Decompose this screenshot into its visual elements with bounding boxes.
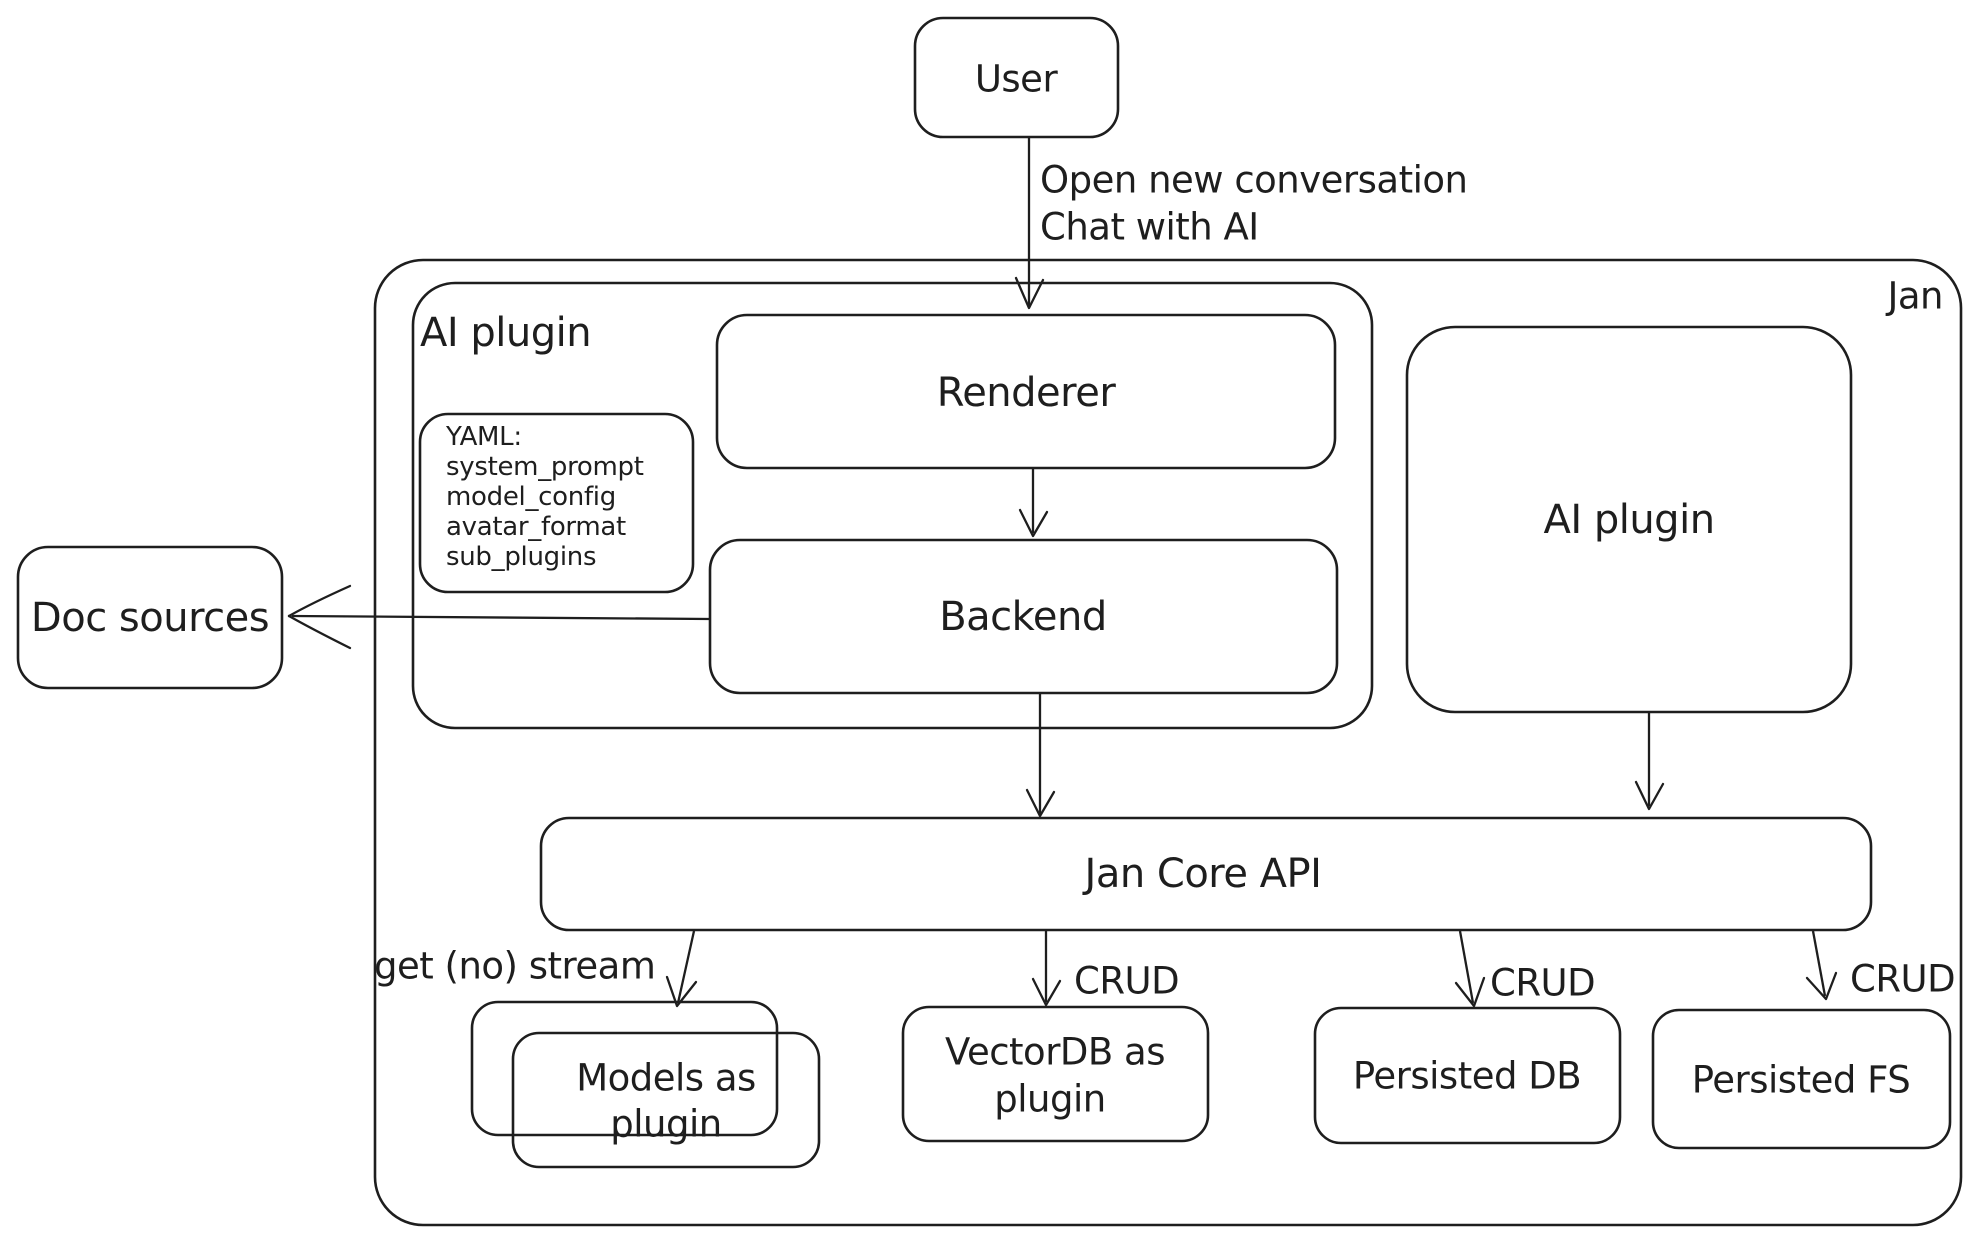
- vectordb-plugin-box: [901, 1005, 1210, 1143]
- jan-core-to-persisted-fs-arrow: [1805, 930, 1838, 1001]
- user-box: [913, 16, 1120, 139]
- user-to-renderer-arrow: [1014, 138, 1045, 310]
- jan-label: Jan: [1885, 275, 1943, 318]
- jan-core-to-vectordb-arrow: [1031, 931, 1062, 1007]
- svg-text:plugin: plugin: [994, 1078, 1105, 1121]
- doc-sources-box: [16, 545, 284, 690]
- edge-label-open-conversation: Open new conversation: [1040, 159, 1467, 202]
- jan-core-api-box: [539, 816, 1873, 932]
- svg-text:avatar_format: avatar_format: [446, 512, 626, 542]
- persisted-db-label: Persisted DB: [1353, 1055, 1581, 1098]
- svg-text:plugin: plugin: [610, 1103, 721, 1146]
- jan-core-to-models-arrow: [665, 930, 698, 1008]
- edge-label-crud-persisted-fs: CRUD: [1850, 958, 1955, 1001]
- edge-label-chat-with-ai: Chat with AI: [1040, 206, 1259, 249]
- ai-plugin-right-box: [1405, 325, 1853, 714]
- models-plugin-label: Models as plugin: [576, 1057, 756, 1146]
- svg-text:YAML:: YAML:: [445, 422, 522, 452]
- svg-text:sub_plugins: sub_plugins: [446, 542, 596, 572]
- edge-label-crud-vectordb: CRUD: [1074, 960, 1179, 1003]
- ai-plugin-container-box: [411, 281, 1374, 730]
- models-plugin-box: [470, 1000, 821, 1169]
- renderer-box: [715, 313, 1337, 470]
- edge-label-get-no-stream: get (no) stream: [374, 945, 655, 988]
- ai-plugin-right-label: AI plugin: [1543, 497, 1714, 543]
- yaml-note-box: [418, 412, 695, 594]
- ai-plugin-right-to-jan-core-arrow: [1634, 712, 1665, 811]
- doc-sources-label: Doc sources: [31, 595, 269, 641]
- vectordb-plugin-label: VectorDB as plugin: [945, 1031, 1166, 1121]
- renderer-to-backend-arrow: [1018, 468, 1049, 538]
- svg-text:model_config: model_config: [446, 482, 616, 512]
- svg-text:system_prompt: system_prompt: [446, 452, 644, 482]
- svg-text:VectorDB as: VectorDB as: [945, 1031, 1165, 1074]
- jan-box: [373, 258, 1963, 1227]
- backend-to-doc-sources-arrow: [287, 584, 711, 650]
- svg-text:Models as: Models as: [576, 1057, 756, 1100]
- renderer-label: Renderer: [937, 370, 1117, 416]
- jan-core-to-persisted-db-arrow: [1454, 930, 1486, 1008]
- persisted-fs-box: [1651, 1008, 1952, 1150]
- ai-plugin-container-label: AI plugin: [420, 310, 591, 356]
- persisted-fs-label: Persisted FS: [1692, 1059, 1910, 1102]
- backend-box: [708, 538, 1339, 695]
- user-label: User: [975, 58, 1059, 101]
- persisted-db-box: [1313, 1006, 1622, 1145]
- backend-label: Backend: [939, 594, 1107, 640]
- jan-core-api-label: Jan Core API: [1082, 851, 1322, 897]
- yaml-note-text: YAML: system_prompt model_config avatar_…: [445, 422, 644, 572]
- backend-to-jan-core-arrow: [1025, 693, 1056, 818]
- edge-label-crud-persisted-db: CRUD: [1490, 962, 1595, 1005]
